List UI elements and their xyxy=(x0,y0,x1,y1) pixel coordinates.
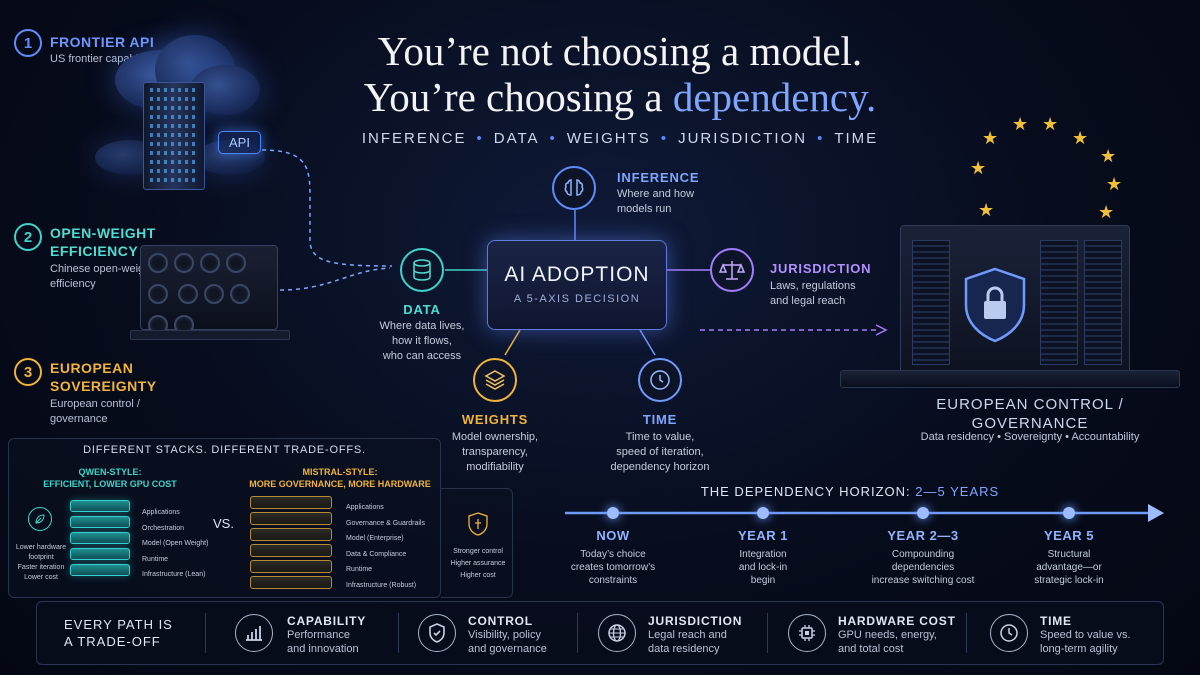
timeline-dot-year1 xyxy=(757,507,769,519)
api-tag: API xyxy=(218,131,261,154)
shield-lock-icon xyxy=(964,267,1026,343)
brain-icon xyxy=(552,166,596,210)
timeline-heading: THE DEPENDENCY HORIZON: 2—5 YEARS xyxy=(700,484,1000,499)
svg-text:★: ★ xyxy=(1106,174,1122,195)
axes-list: INFERENCE•DATA•WEIGHTS•JURISDICTION•TIME xyxy=(361,130,879,147)
hub-title: AI ADOPTION xyxy=(504,263,650,286)
shield-check-icon xyxy=(418,614,456,652)
separator xyxy=(767,613,768,653)
clock-icon xyxy=(638,358,682,402)
layers-icon xyxy=(473,358,517,402)
option-3-number: 3 xyxy=(14,358,42,386)
option-1-title: FRONTIER API xyxy=(50,34,155,50)
option-2-number: 2 xyxy=(14,223,42,251)
scales-icon xyxy=(710,248,754,292)
leaf-icon xyxy=(28,507,52,531)
hardware-cost-item: HARDWARE COST GPU needs, energy,and tota… xyxy=(838,614,956,655)
ai-adoption-hub: AI ADOPTION A 5-AXIS DECISION xyxy=(487,240,667,330)
eu-governance-subtitle: Data residency • Sovereignty • Accountab… xyxy=(920,431,1140,443)
headline-line-1: You’re not choosing a model. xyxy=(377,28,863,74)
cloud-server-illustration xyxy=(95,30,275,200)
jurisdiction-title: JURISDICTION xyxy=(770,261,872,276)
timeline-dot-now xyxy=(607,507,619,519)
eu-datacenter-illustration xyxy=(840,210,1180,390)
svg-text:★: ★ xyxy=(1072,128,1088,149)
timeline-dot-year5 xyxy=(1063,507,1075,519)
stacks-panel-extension xyxy=(441,488,513,598)
inference-title: INFERENCE xyxy=(617,170,700,185)
time-item: TIME Speed to value vs.long-term agility xyxy=(1040,614,1131,655)
mistral-stack-layers xyxy=(250,496,332,592)
hub-subtitle: A 5-AXIS DECISION xyxy=(513,293,641,305)
svg-text:★: ★ xyxy=(1012,114,1028,135)
shield-icon xyxy=(466,511,490,537)
clock-icon xyxy=(990,614,1028,652)
headline: You’re not choosing a model. You’re choo… xyxy=(300,28,940,120)
svg-text:★: ★ xyxy=(1100,146,1116,167)
weights-title: WEIGHTS xyxy=(461,412,529,427)
svg-text:★: ★ xyxy=(1098,202,1114,223)
bar-chart-icon xyxy=(235,614,273,652)
separator xyxy=(205,613,206,653)
server-tower-icon xyxy=(143,82,205,190)
time-desc: Time to value,speed of iteration,depende… xyxy=(610,431,710,473)
eu-governance-title: EUROPEAN CONTROL /GOVERNANCE xyxy=(936,396,1124,432)
data-title: DATA xyxy=(403,302,441,317)
svg-text:★: ★ xyxy=(978,200,994,221)
svg-text:★: ★ xyxy=(982,128,998,149)
separator xyxy=(577,613,578,653)
option-3-subtitle: European control /governance xyxy=(50,398,140,425)
gpu-cluster-illustration xyxy=(130,235,290,345)
stacks-heading: DIFFERENT STACKS. DIFFERENT TRADE-OFFS. xyxy=(83,444,366,456)
data-desc: Where data lives,how it flows,who can ac… xyxy=(379,320,465,362)
headline-line-2: You’re choosing a dependency. xyxy=(363,74,877,120)
time-title: TIME xyxy=(642,412,678,427)
weights-desc: Model ownership,transparency,modifiabili… xyxy=(451,431,539,473)
mistral-title: MISTRAL-STYLE:MORE GOVERNANCE, MORE HARD… xyxy=(249,467,431,489)
option-1-number: 1 xyxy=(14,29,42,57)
qwen-title: QWEN-STYLE:EFFICIENT, LOWER GPU COST xyxy=(43,467,177,489)
database-icon xyxy=(400,248,444,292)
svg-text:★: ★ xyxy=(1042,114,1058,135)
timeline-dot-year23 xyxy=(917,507,929,519)
svg-text:★: ★ xyxy=(970,158,986,179)
eu-stars-icon: ★ ★ ★ ★ ★ ★ ★ ★ ★ xyxy=(970,114,1122,223)
chip-icon xyxy=(788,614,826,652)
vs-label: VS. xyxy=(213,516,234,531)
separator xyxy=(966,613,967,653)
qwen-stack-layers xyxy=(70,500,130,580)
globe-icon xyxy=(598,614,636,652)
separator xyxy=(398,613,399,653)
